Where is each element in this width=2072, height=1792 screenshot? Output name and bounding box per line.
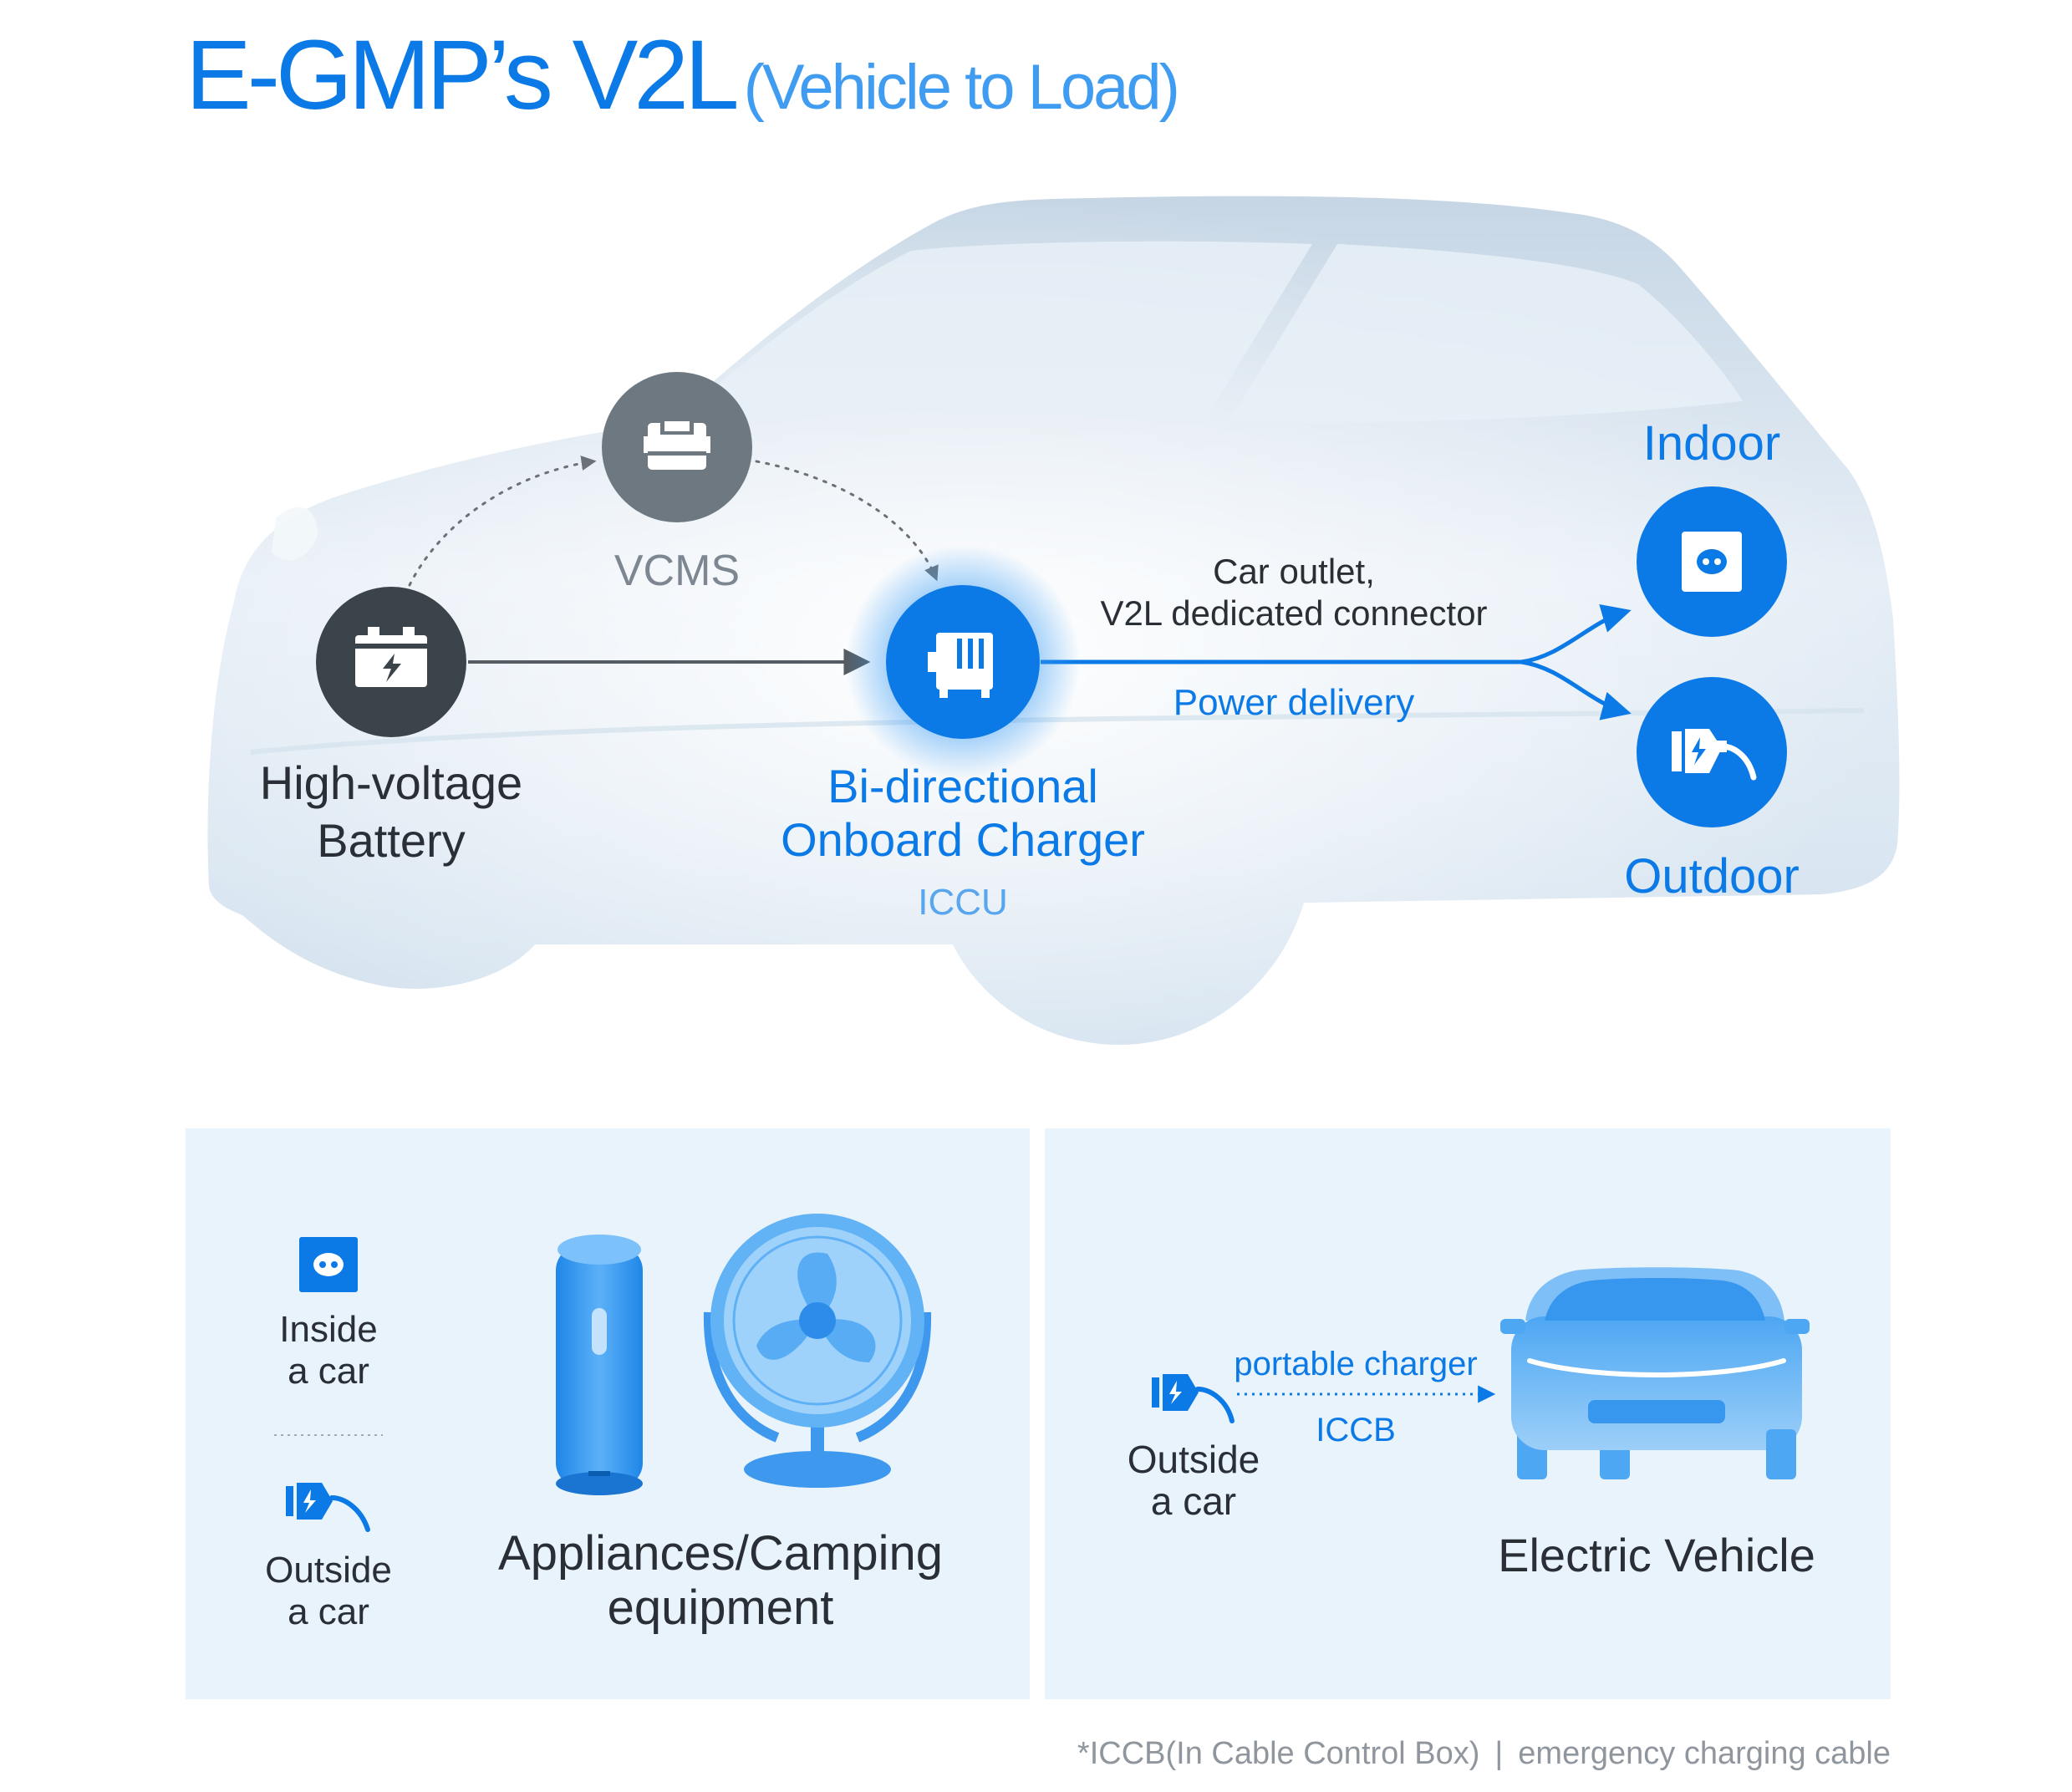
footnote-part1: *ICCB(In Cable Control Box) bbox=[1077, 1736, 1480, 1771]
right-panel-content: Outside a car portable charger ICCB Elec… bbox=[1128, 1267, 1815, 1581]
inside-socket-icon bbox=[299, 1237, 358, 1292]
charger-label-line1: Bi-directional bbox=[827, 760, 1098, 812]
battery-label-line2: Battery bbox=[317, 814, 465, 867]
connection-label-top2: V2L dedicated connector bbox=[1100, 593, 1487, 633]
title-sub: (Vehicle to Load) bbox=[744, 52, 1178, 123]
vcms-label: VCMS bbox=[614, 547, 740, 595]
battery-label-line1: High-voltage bbox=[260, 756, 522, 809]
ev-car-icon bbox=[1500, 1267, 1810, 1479]
plug-icon bbox=[1672, 729, 1757, 781]
outside-label-line2: a car bbox=[288, 1591, 369, 1632]
outside-plug-icon bbox=[286, 1483, 370, 1532]
outside-label-line1: Outside bbox=[265, 1550, 392, 1591]
connection-label-top1: Car outlet, bbox=[1213, 552, 1375, 591]
inside-label-line1: Inside bbox=[279, 1309, 377, 1350]
left-panel-content: Inside a car Outside a car bbox=[265, 1214, 943, 1635]
vcms-node: VCMS bbox=[602, 372, 752, 595]
indoor-label: Indoor bbox=[1643, 416, 1780, 471]
inside-label-line2: a car bbox=[288, 1351, 369, 1392]
indoor-node: Indoor bbox=[1637, 416, 1787, 637]
footnote-separator: | bbox=[1494, 1736, 1503, 1771]
footnote-part2: emergency charging cable bbox=[1518, 1736, 1891, 1771]
fan-icon bbox=[703, 1214, 932, 1488]
speaker-icon bbox=[556, 1235, 643, 1495]
outdoor-label: Outdoor bbox=[1624, 849, 1800, 904]
page-title: E-GMP’s V2L(Vehicle to Load) bbox=[186, 20, 1178, 130]
battery-icon bbox=[355, 627, 427, 687]
charger-node: Bi-directional Onboard Charger ICCU bbox=[781, 545, 1145, 923]
portable-charger-label: portable charger bbox=[1234, 1346, 1477, 1382]
battery-node: High-voltage Battery bbox=[260, 587, 522, 867]
socket-icon bbox=[1682, 532, 1742, 592]
right-outside-label-line2: a car bbox=[1151, 1479, 1236, 1523]
right-outside-label-line1: Outside bbox=[1128, 1438, 1260, 1481]
footnote: *ICCB(In Cable Control Box) | emergency ch… bbox=[1077, 1736, 1891, 1771]
title-main: E-GMP’s V2L bbox=[186, 20, 736, 130]
outdoor-node: Outdoor bbox=[1624, 677, 1800, 904]
appliances-caption-line2: equipment bbox=[608, 1581, 834, 1635]
charger-icon bbox=[928, 633, 993, 698]
charger-label-line2: Onboard Charger bbox=[781, 813, 1145, 866]
right-plug-icon bbox=[1152, 1374, 1235, 1423]
appliances-caption-line1: Appliances/Camping bbox=[498, 1526, 943, 1581]
iccb-label: ICCB bbox=[1316, 1412, 1396, 1448]
charger-sublabel: ICCU bbox=[918, 882, 1008, 923]
flow-arrows bbox=[408, 456, 1632, 720]
connection-label-bottom: Power delivery bbox=[1173, 682, 1415, 723]
ev-caption: Electric Vehicle bbox=[1498, 1529, 1815, 1581]
vcms-icon bbox=[644, 418, 710, 470]
